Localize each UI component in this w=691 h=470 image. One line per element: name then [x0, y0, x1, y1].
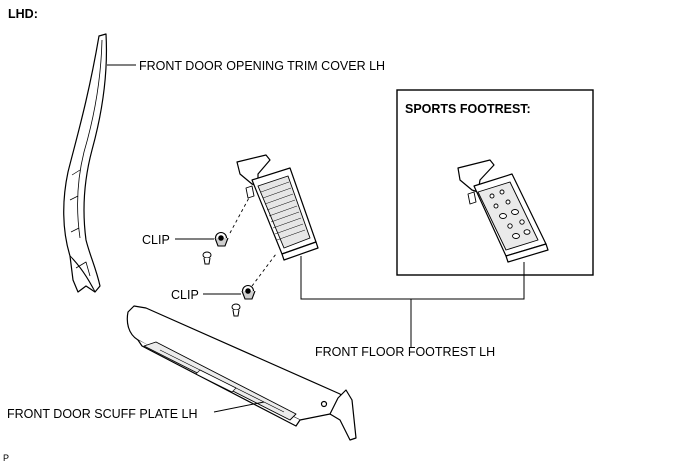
sports-footrest-drawing: [457, 159, 549, 263]
clip-lower-pin-icon: [231, 303, 241, 317]
footrest-label: FRONT FLOOR FOOTREST LH: [315, 345, 495, 359]
footrest-drawing: [236, 154, 319, 261]
scuff-plate-drawing: [126, 305, 357, 441]
clip-lower-dashed-guide: [251, 253, 277, 287]
clip-upper-pin-icon: [202, 251, 212, 265]
sports-footrest-title: SPORTS FOOTREST:: [405, 102, 531, 116]
clip-upper-label: CLIP: [142, 233, 170, 247]
footer-mark: P: [3, 453, 9, 463]
clip-upper-dashed-guide: [229, 195, 251, 234]
clip-lower-icon: [241, 284, 256, 300]
scuff-plate-label: FRONT DOOR SCUFF PLATE LH: [7, 407, 198, 421]
sports-footrest-inset-frame: [396, 89, 594, 276]
trim-cover-label: FRONT DOOR OPENING TRIM COVER LH: [139, 59, 385, 73]
clip-upper-icon: [214, 231, 229, 247]
trim-cover-drawing: [63, 33, 108, 293]
scuff-plate-leader: [213, 401, 265, 413]
variant-label: LHD:: [8, 7, 38, 21]
footrest-bracket-leader: [300, 256, 525, 347]
clip-lower-label: CLIP: [171, 288, 199, 302]
